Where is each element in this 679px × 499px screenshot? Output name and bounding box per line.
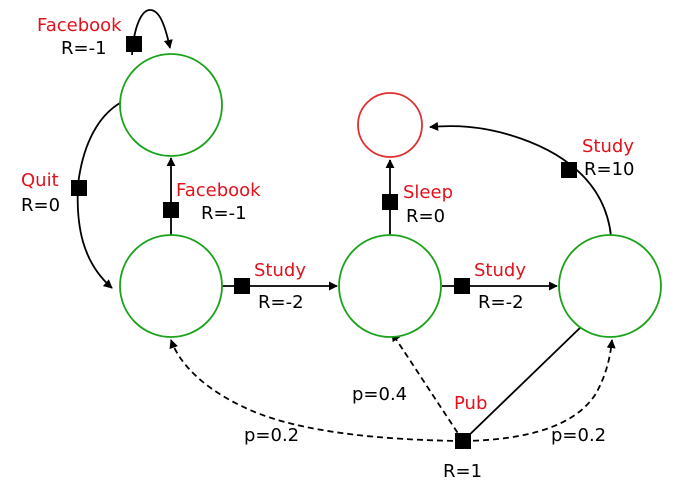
label-facebook-loop: Facebook — [37, 15, 122, 36]
label-study1: Study — [254, 260, 306, 281]
edge-pub-to-middle — [391, 332, 464, 442]
state-middle — [338, 234, 442, 338]
prob-right: p=0.2 — [551, 425, 606, 446]
reward-study3: R=10 — [584, 159, 635, 180]
action-node-study3 — [561, 162, 577, 178]
reward-pub: R=1 — [443, 461, 482, 482]
state-right — [558, 234, 662, 338]
reward-facebook: R=-1 — [201, 203, 247, 224]
prob-middle: p=0.4 — [352, 384, 407, 405]
state-terminal — [357, 92, 423, 158]
action-node-facebook-loop — [126, 36, 142, 52]
action-node-quit — [71, 180, 87, 196]
state-bottom-left — [119, 234, 223, 338]
state-top-left — [119, 53, 223, 157]
reward-study2: R=-2 — [478, 292, 524, 313]
edge-facebook-loop — [131, 9, 173, 56]
action-node-study1 — [234, 278, 250, 294]
edge-pub-to-left — [169, 339, 464, 442]
reward-sleep: R=0 — [406, 206, 445, 227]
action-node-sleep — [382, 194, 398, 210]
prob-left: p=0.2 — [244, 425, 299, 446]
label-facebook: Facebook — [176, 180, 261, 201]
edge-pub-to-right — [462, 339, 616, 442]
reward-quit: R=0 — [21, 195, 60, 216]
label-quit: Quit — [21, 170, 59, 191]
reward-study1: R=-2 — [258, 292, 304, 313]
action-node-pub — [455, 433, 471, 449]
label-study2: Study — [474, 260, 526, 281]
label-sleep: Sleep — [403, 182, 453, 203]
label-pub: Pub — [454, 393, 487, 414]
edge-pub — [462, 324, 584, 442]
label-study3: Study — [582, 136, 634, 157]
action-node-study2 — [454, 278, 470, 294]
edge-study3 — [429, 121, 612, 237]
reward-facebook-loop: R=-1 — [61, 38, 107, 59]
action-node-facebook — [163, 202, 179, 218]
